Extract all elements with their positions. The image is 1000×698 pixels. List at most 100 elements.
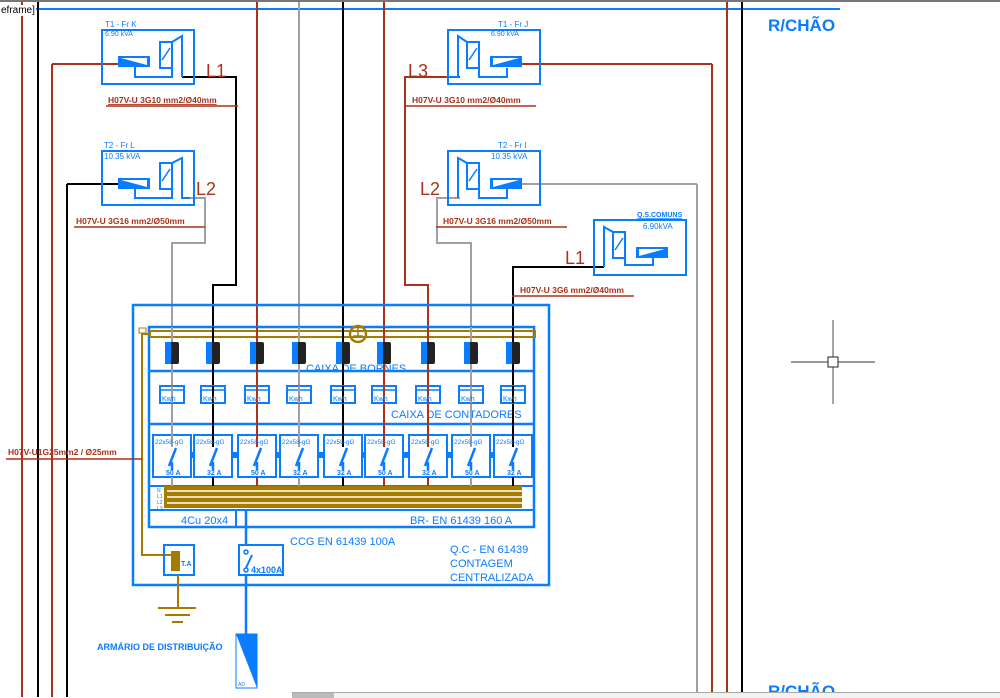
circuit-slot[interactable]: Kwh 22x58-gG 50 A	[152, 327, 197, 486]
meter-t1-fr-j[interactable]: T1 - Fr J 6.90 kVA L3 H07V-U 3G10 mm2/Ø4…	[405, 20, 541, 107]
kwh-label: Kwh	[203, 396, 217, 403]
meter-t1-fr-k[interactable]: T1 - Fr K 6.90 kVA L1 H07V-U 3G10 mm2/Ø4…	[101, 20, 238, 107]
circuit-slot[interactable]: Kwh 22x58-gG 50 A	[237, 327, 282, 486]
cable-spec: H07V-U 3G10 mm2/Ø40mm	[412, 95, 521, 105]
kwh-label: Kwh	[289, 396, 303, 403]
cable-spec: H07V-U 3G16 mm2/Ø50mm	[443, 216, 552, 226]
fuse-rating: 50 A	[251, 470, 266, 477]
fuse-rating: 50 A	[378, 470, 393, 477]
cabinet-tag: AD	[238, 682, 245, 688]
meter-qs-comuns[interactable]: Q.S.COMUNS 6.90kVA L1 H07V-U 3G6 mm2/Ø40…	[512, 212, 687, 297]
fuse-type: 22x58-gG	[326, 439, 355, 446]
breaker-symbol-icon	[466, 162, 480, 190]
circuit-slot[interactable]: Kwh 22x58-gG 50 A	[364, 327, 409, 486]
meter-power: 6.90 kVA	[105, 31, 133, 38]
fuse-symbol-icon	[167, 447, 178, 467]
meter-title: T2 - Fr I	[498, 141, 526, 150]
circuit-slot[interactable]: Kwh 22x58-gG 32 A	[493, 327, 533, 486]
meter-title: T1 - Fr J	[498, 20, 528, 29]
bus-phase-n: N	[157, 488, 161, 494]
frame-label: eframe]	[0, 5, 36, 16]
phase-label: L1	[565, 248, 585, 268]
fuse-type: 22x58-gG	[367, 439, 396, 446]
cable-spec: H07V-U 3G16 mm2/Ø50mm	[76, 216, 185, 226]
cabinet-label: ARMÁRIO DE DISTRIBUIÇÃO	[97, 642, 223, 652]
fuse-rating: 32 A	[507, 470, 522, 477]
meter-power: 6.90kVA	[643, 222, 673, 231]
kwh-label: Kwh	[162, 396, 176, 403]
phase-label: L2	[196, 179, 216, 199]
bus-phase-l3: L3	[157, 506, 163, 512]
bus-phase-l1: L1	[157, 494, 163, 500]
floor-label-top: R/CHÃO	[768, 15, 835, 35]
breaker-symbol-icon	[466, 41, 480, 69]
fuse-symbol-icon	[338, 447, 349, 467]
kwh-label: Kwh	[333, 396, 347, 403]
fuse-symbol-icon	[379, 447, 390, 467]
crosshair-cursor	[791, 320, 875, 404]
supply-cable-spec: H07V-U1G25mm2 / Ø25mm	[8, 447, 117, 457]
meter-title: Q.S.COMUNS	[637, 212, 682, 219]
bus-phase-l2: L2	[157, 500, 163, 506]
fuse-type: 22x58-gG	[496, 439, 525, 446]
circuit-slot[interactable]: Kwh 22x58-gG 32 A	[323, 327, 368, 486]
qc-line-3: CENTRALIZADA	[450, 572, 534, 584]
fuse-symbol-icon	[208, 447, 219, 467]
right-riser	[520, 2, 743, 697]
fuse-type: 22x58-gG	[411, 439, 440, 446]
meter-power: 10.35 kVA	[104, 152, 141, 161]
window-top-border	[0, 0, 1000, 2]
earth-terminal[interactable]: T.A	[163, 544, 195, 576]
qc-line-2: CONTAGEM	[450, 558, 513, 570]
main-switch[interactable]: 4x100A	[238, 544, 284, 576]
fuse-rating: 32 A	[293, 470, 308, 477]
distribution-cabinet[interactable]: AD ARMÁRIO DE DISTRIBUIÇÃO	[97, 633, 258, 689]
fuse-type: 22x58-gG	[155, 439, 184, 446]
distribution-panel[interactable]: CAIXA DE BORNES CAIXA DE CONTADORES Kwh2…	[131, 303, 551, 587]
fuse-rating: 50 A	[166, 470, 181, 477]
fuse-symbol-icon	[423, 447, 434, 467]
circuit-slot[interactable]: Kwh 22x58-gG 50 A	[451, 327, 496, 486]
fuse-symbol-icon	[252, 447, 263, 467]
fuse-symbol-icon	[508, 447, 519, 467]
phase-label: L3	[408, 61, 428, 81]
kwh-label: Kwh	[503, 396, 517, 403]
fuse-rating: 50 A	[465, 470, 480, 477]
fuse-type: 22x58-gG	[240, 439, 269, 446]
fuse-symbol-icon	[466, 447, 477, 467]
cable-spec: H07V-U 3G6 mm2/Ø40mm	[520, 285, 624, 295]
panel-outer-frame	[131, 303, 551, 587]
phase-label: L1	[206, 61, 226, 81]
fuse-rating: 32 A	[337, 470, 352, 477]
fuse-type: 22x58-gG	[282, 439, 311, 446]
supply-cable: H07V-U1G25mm2 / Ø25mm	[6, 447, 248, 635]
meter-t2-fr-l[interactable]: T2 - Fr L 10.35 kVA L2 H07V-U 3G16 mm2/Ø…	[74, 141, 216, 228]
meter-box-label: CAIXA DE CONTADORES	[391, 409, 522, 421]
kwh-label: Kwh	[418, 396, 432, 403]
phase-label: L2	[420, 179, 440, 199]
breaker-symbol-icon	[159, 162, 173, 190]
kwh-label: Kwh	[374, 396, 388, 403]
cable-spec: H07V-U 3G10 mm2/Ø40mm	[108, 95, 217, 105]
scrollbar-thumb[interactable]	[292, 693, 334, 698]
earth-symbol-icon	[348, 324, 368, 344]
kwh-label: Kwh	[247, 396, 261, 403]
fuse-symbol-icon	[294, 447, 305, 467]
busbar-label: 4Cu 20x4	[181, 515, 228, 527]
meter-title: T1 - Fr K	[105, 20, 137, 29]
fuse-type: 22x58-gG	[454, 439, 483, 446]
breaker-symbol-icon	[612, 231, 626, 259]
main-switch-label: 4x100A	[251, 565, 283, 575]
horizontal-scrollbar[interactable]	[292, 692, 1000, 698]
kwh-label: Kwh	[461, 396, 475, 403]
circuit-slot[interactable]: Kwh 22x58-gG 32 A	[279, 327, 324, 486]
ground-icon	[158, 575, 196, 623]
left-riser	[21, 2, 122, 697]
busbar-standard: BR- EN 61439 160 A	[410, 515, 513, 527]
breaker-symbol-icon	[159, 41, 173, 69]
earth-terminal-label: T.A	[181, 561, 192, 568]
meter-t2-fr-i[interactable]: T2 - Fr I 10.35 kVA L2 H07V-U 3G16 mm2/Ø…	[420, 141, 567, 228]
